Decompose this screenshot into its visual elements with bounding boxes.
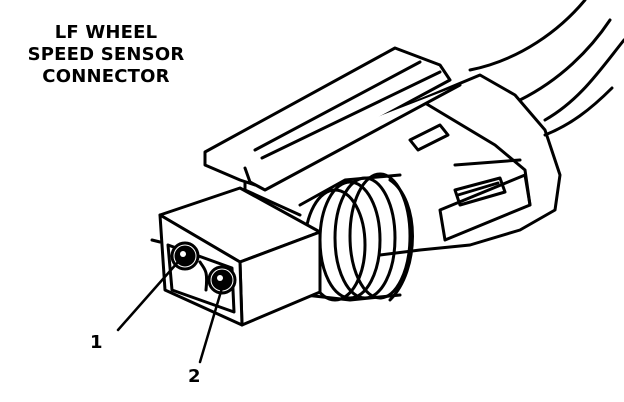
- title-line-2: SPEED SENSOR: [27, 44, 185, 65]
- locking-latch: [203, 46, 462, 217]
- title-line-1: LF WHEEL: [54, 22, 158, 43]
- wire-harness: [468, 0, 624, 137]
- leader-line-2: [198, 286, 224, 364]
- callout-leaders: [116, 260, 224, 364]
- callout-label-1: 1: [90, 332, 103, 353]
- leader-line-1: [116, 260, 180, 332]
- title-line-3: CONNECTOR: [42, 66, 170, 87]
- diagram-title: LF WHEEL SPEED SENSOR CONNECTOR: [6, 22, 206, 88]
- connector-rear-housing: [328, 73, 562, 257]
- terminal-cavities: [166, 241, 237, 314]
- callout-label-2: 2: [188, 366, 201, 387]
